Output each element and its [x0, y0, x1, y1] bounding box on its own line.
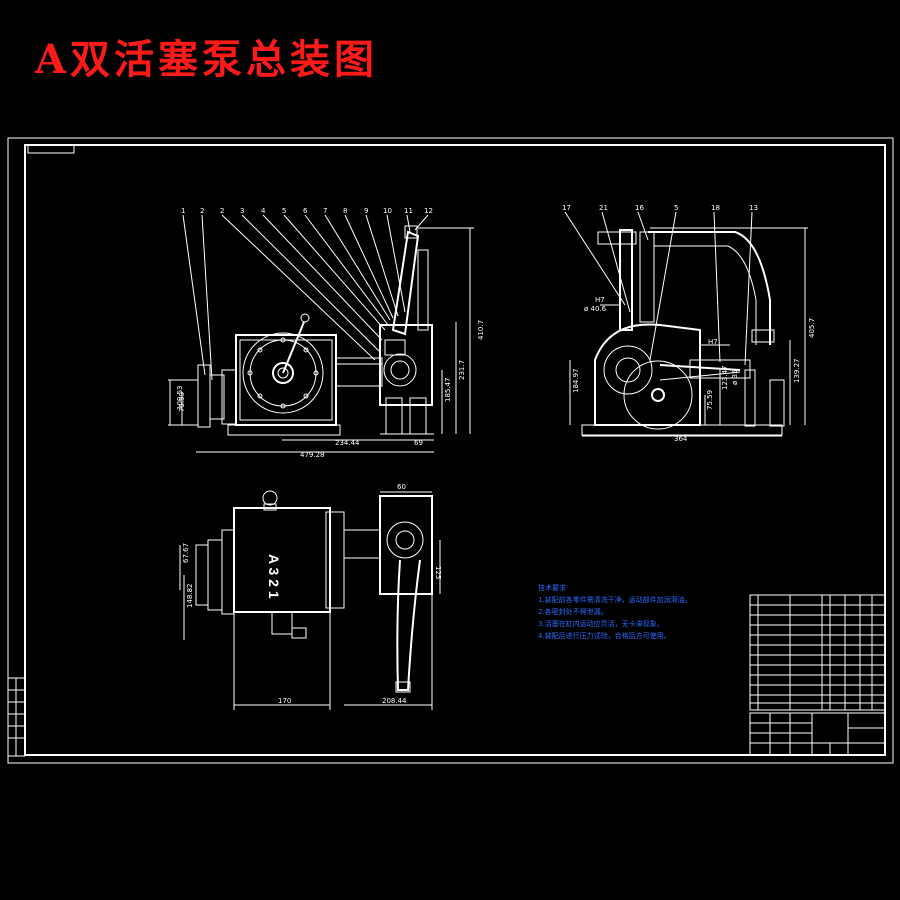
dim-60: 60 — [397, 483, 406, 491]
dim-67: 67.67 — [182, 543, 190, 563]
dim-139: 139.27 — [793, 359, 801, 384]
dim-410: 410.7 — [477, 320, 485, 340]
parts-list-table — [749, 594, 886, 711]
balloon-3: 3 — [240, 207, 244, 215]
title-block — [749, 712, 886, 756]
balloon-2b: 2 — [220, 207, 224, 215]
notes-line-4: 4.装配后进行压力试验，合格后方可使用。 — [538, 631, 671, 640]
pump-cylinder — [379, 324, 433, 406]
handwheel — [197, 364, 211, 428]
dim-405: 405.7 — [808, 318, 816, 338]
balloon-5-side: 5 — [674, 204, 678, 212]
balloon-7: 7 — [323, 207, 327, 215]
dim-479: 479.28 — [300, 451, 325, 459]
dim-184: 184.97 — [572, 369, 580, 394]
dim-dia-35: ø 35 — [731, 370, 739, 385]
balloon-18: 18 — [711, 204, 720, 212]
dim-234: 234.44 — [335, 439, 360, 447]
balloon-13: 13 — [749, 204, 758, 212]
notes-line-3: 3.活塞在缸内运动应灵活，无卡滞现象。 — [538, 619, 664, 628]
top-knob — [262, 490, 278, 506]
top-body-marking: A 3 2 1 — [266, 554, 282, 599]
dim-75-side: 75.59 — [706, 390, 714, 410]
balloon-8: 8 — [343, 207, 347, 215]
notes-heading: 技术要求 — [538, 583, 566, 592]
dim-75: 75.59 — [178, 392, 186, 412]
connecting-tube — [335, 357, 383, 387]
dim-208: 208.44 — [382, 697, 407, 705]
balloon-10: 10 — [383, 207, 392, 215]
front-view — [168, 214, 474, 453]
balloon-5: 5 — [282, 207, 286, 215]
base-plate — [227, 424, 341, 436]
left-revision-table — [7, 677, 26, 757]
drawing-number-box — [27, 144, 75, 154]
notes-line-2: 2.各密封处不得泄漏。 — [538, 607, 608, 616]
balloon-11: 11 — [404, 207, 413, 215]
side-arch-pipe — [648, 231, 771, 345]
balloon-6: 6 — [303, 207, 308, 215]
dim-185: 185.47 — [444, 378, 452, 403]
dim-170: 170 — [278, 697, 291, 705]
balloon-12: 12 — [424, 207, 433, 215]
dim-148: 148.82 — [186, 584, 194, 609]
dim-231: 231.7 — [458, 360, 466, 380]
balloon-21: 21 — [599, 204, 608, 212]
top-view — [179, 490, 441, 710]
dim-h7-a: H7 — [595, 296, 605, 304]
top-hose — [396, 559, 421, 691]
discharge-pipe — [391, 230, 420, 336]
side-vertical-pipe — [619, 229, 633, 331]
balloon-9: 9 — [364, 207, 368, 215]
dim-69: 69 — [414, 439, 423, 447]
support-leg — [385, 397, 403, 435]
dim-125: 125 — [434, 566, 442, 579]
gearbox-cover — [242, 332, 324, 414]
dim-100: 100.53 — [176, 386, 184, 411]
side-housing — [594, 323, 701, 426]
drawing-title: A双活塞泵总装图 — [35, 36, 379, 83]
dim-h7-b: H7 — [708, 338, 718, 346]
dim-dia-40: ø 40.6 — [584, 305, 607, 313]
balloon-17: 17 — [562, 204, 571, 212]
balloon-1: 1 — [181, 207, 185, 215]
inner-drawing-frame — [24, 144, 886, 756]
dim-123: 123.47 — [721, 366, 729, 391]
balloon-2: 2 — [200, 207, 204, 215]
notes-line-1: 1.装配前各零件需清洗干净，运动部件加润滑油。 — [538, 595, 692, 604]
outer-sheet-border — [7, 137, 894, 764]
side-view — [564, 211, 808, 437]
balloon-4: 4 — [261, 207, 266, 215]
balloon-16: 16 — [635, 204, 644, 212]
dim-364: 364 — [674, 435, 688, 443]
lever-arm — [282, 321, 305, 374]
